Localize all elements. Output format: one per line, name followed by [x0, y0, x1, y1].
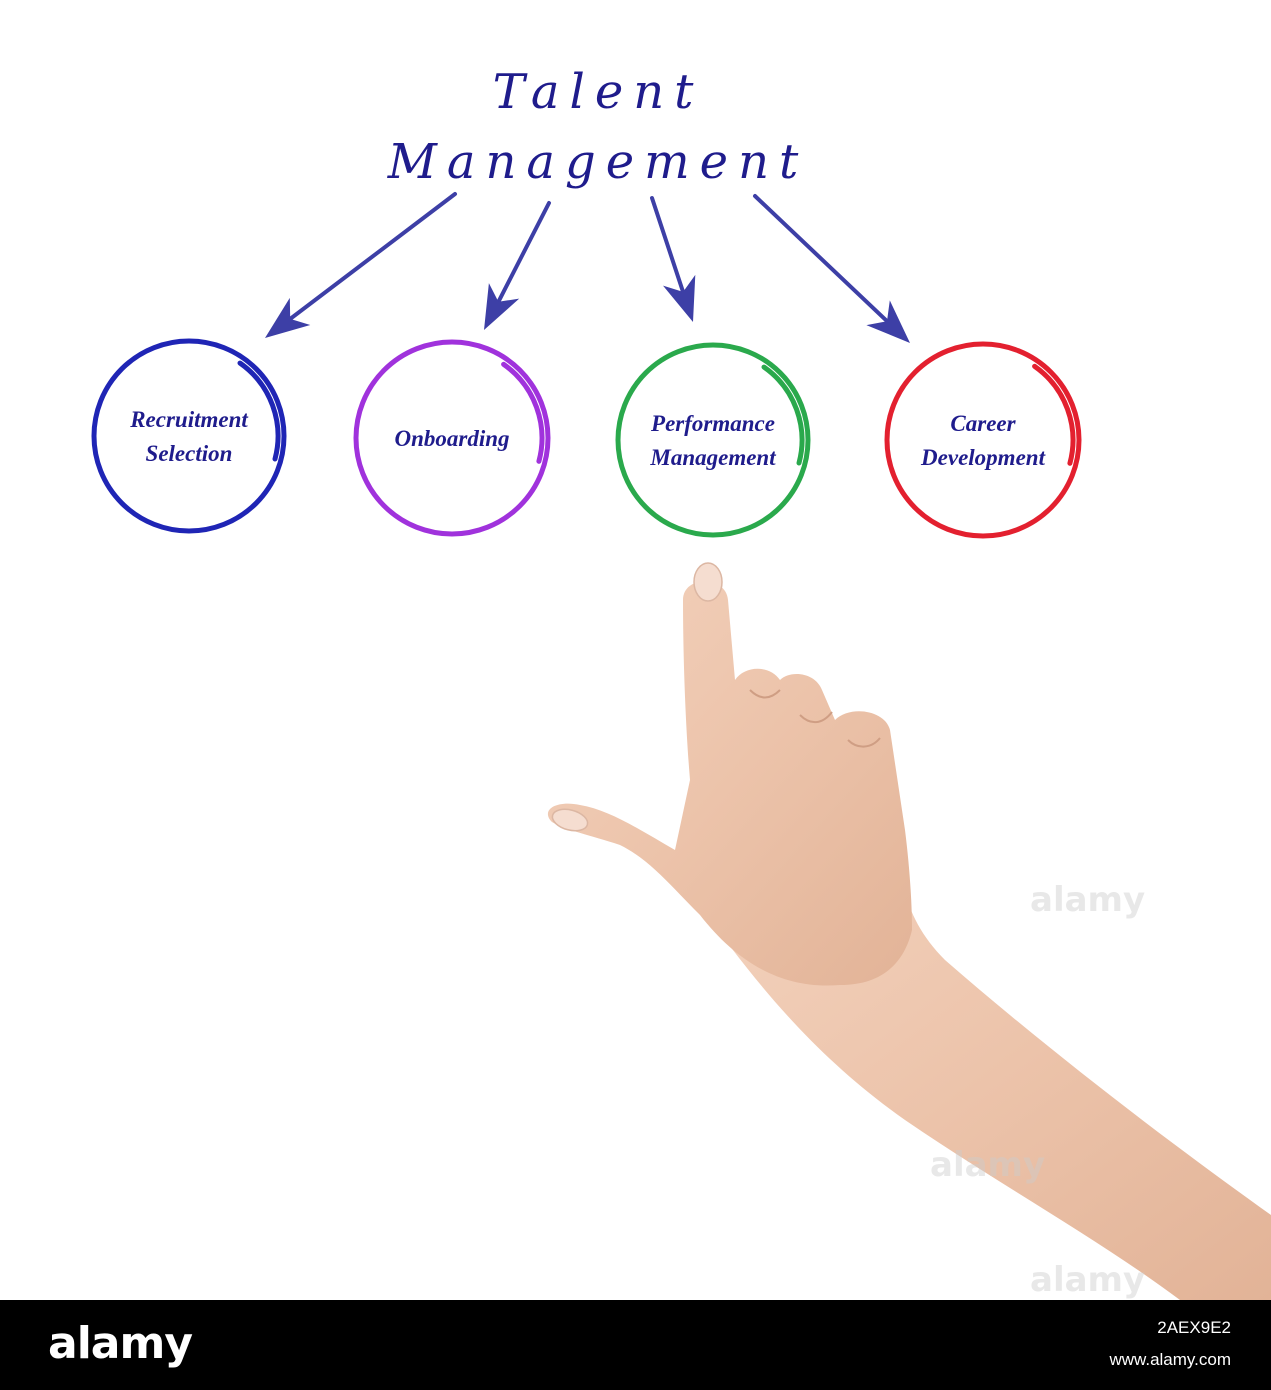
knuckle-crease: [749, 689, 881, 748]
hand-shape: [547, 581, 912, 986]
circle-label-line: Development: [920, 445, 1046, 470]
arrow-head: [663, 274, 696, 322]
pointing-hand-photo: [547, 562, 1271, 1300]
arrow-line: [753, 194, 891, 325]
circle-ring: [615, 342, 811, 538]
circle-ring-overlap: [237, 360, 281, 462]
circle-ring: [353, 339, 551, 537]
arrow-head: [866, 300, 910, 343]
circle-ring-overlap: [501, 361, 545, 464]
arrow-head: [265, 297, 311, 338]
circle-ring: [91, 338, 287, 534]
footer-banner: alamy 2AEX9E2 www.alamy.com: [0, 1300, 1271, 1390]
arrow-line: [286, 192, 457, 322]
arrow-head: [484, 283, 520, 330]
footer-meta: 2AEX9E2 www.alamy.com: [1109, 1312, 1231, 1376]
watermark: alamy: [1030, 1260, 1146, 1300]
watermark: alamy: [930, 1145, 1046, 1185]
title-line-2: Management: [387, 134, 809, 190]
arrows: [265, 192, 910, 343]
fingernail-shape: [693, 562, 723, 602]
arrow-line: [650, 196, 686, 296]
circle-label-line: Onboarding: [394, 426, 509, 451]
thumbnail-shape: [551, 808, 589, 832]
title-line-1: Talent: [493, 64, 704, 120]
arrow-line: [495, 201, 551, 306]
circle-node-onboarding: Onboarding: [353, 339, 551, 537]
image-id: 2AEX9E2: [1157, 1318, 1231, 1337]
alamy-logo: alamy: [48, 1318, 193, 1369]
circle-ring: [884, 341, 1082, 539]
circle-ring-overlap: [1032, 363, 1076, 466]
watermark: alamy: [1030, 880, 1146, 920]
circle-label-line: Selection: [146, 441, 233, 466]
circle-label-line: Management: [649, 445, 776, 470]
site-url: www.alamy.com: [1109, 1350, 1231, 1369]
circle-label-line: Performance: [650, 411, 775, 436]
circle-label-line: Career: [950, 411, 1016, 436]
circle-label-line: Recruitment: [129, 407, 248, 432]
circle-ring-overlap: [761, 364, 805, 466]
